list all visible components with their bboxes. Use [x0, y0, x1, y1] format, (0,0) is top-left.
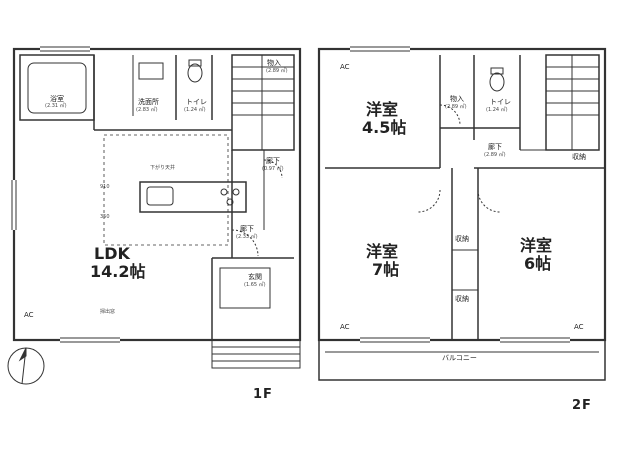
- western1-size: 4.5帖: [362, 118, 407, 137]
- toilet-label-1f: トイレ: [186, 98, 207, 106]
- western2-label: 洋室: [366, 242, 399, 261]
- ac-label-2f-b: AC: [340, 323, 350, 331]
- western2-size: 7帖: [372, 260, 400, 279]
- storage-area-2f: (2.89 ㎡): [445, 104, 467, 110]
- ac-label-2f-c: AC: [574, 323, 584, 331]
- ldk-size: 14.2帖: [90, 262, 146, 281]
- floor1-walls: [11, 46, 302, 369]
- toilet-label-2f: トイレ: [490, 98, 511, 106]
- hall1-area-1f: (0.97 ㎡): [262, 166, 284, 172]
- western1-label: 洋室: [366, 100, 399, 119]
- floor2-title: 2F: [572, 398, 592, 413]
- western3-size: 6帖: [524, 254, 552, 273]
- hall2-label-1f: 廊下: [240, 225, 254, 233]
- storage-area-1f: (2.89 ㎡): [266, 68, 288, 74]
- toilet-area-2f: (1.24 ㎡): [486, 107, 508, 113]
- hall-label-2f: 廊下: [488, 143, 502, 151]
- floor1-title: 1F: [253, 387, 273, 402]
- entrance-area: (1.65 ㎡): [244, 282, 266, 288]
- floor2-walls: [317, 46, 607, 381]
- hall1-label-1f: 廊下: [266, 157, 280, 165]
- balcony-label: バルコニー: [442, 354, 477, 362]
- closet-label-2f-c: 収納: [455, 295, 469, 303]
- compass-icon: [7, 347, 45, 385]
- bath-label: 浴室: [50, 95, 64, 103]
- entrance-label: 玄関: [248, 273, 262, 281]
- dimension-350: 350: [100, 214, 110, 220]
- closet-label-2f-b: 収納: [455, 235, 469, 243]
- dimension-910: 910: [100, 184, 110, 190]
- hall2-area-1f: (2.33 ㎡): [236, 234, 258, 240]
- toilet-area-1f: (1.24 ㎡): [184, 107, 206, 113]
- bath-area: (2.31 ㎡): [45, 103, 67, 109]
- ldk-label: LDK: [94, 244, 130, 263]
- western3-label: 洋室: [520, 236, 553, 255]
- ac-label-1f: AC: [24, 311, 34, 319]
- dropped-ceiling-note: 下がり天井: [150, 165, 176, 171]
- storage-label-2f: 物入: [450, 95, 464, 103]
- sash-window-note: 掃出窓: [100, 309, 116, 315]
- washroom-area: (2.83 ㎡): [136, 107, 158, 113]
- washroom-label: 洗面所: [138, 98, 159, 106]
- closet-label-2f-a: 収納: [572, 153, 586, 161]
- storage-label-1f: 物入: [267, 59, 281, 67]
- ac-label-2f-a: AC: [340, 63, 350, 71]
- hall-area-2f: (2.89 ㎡): [484, 152, 506, 158]
